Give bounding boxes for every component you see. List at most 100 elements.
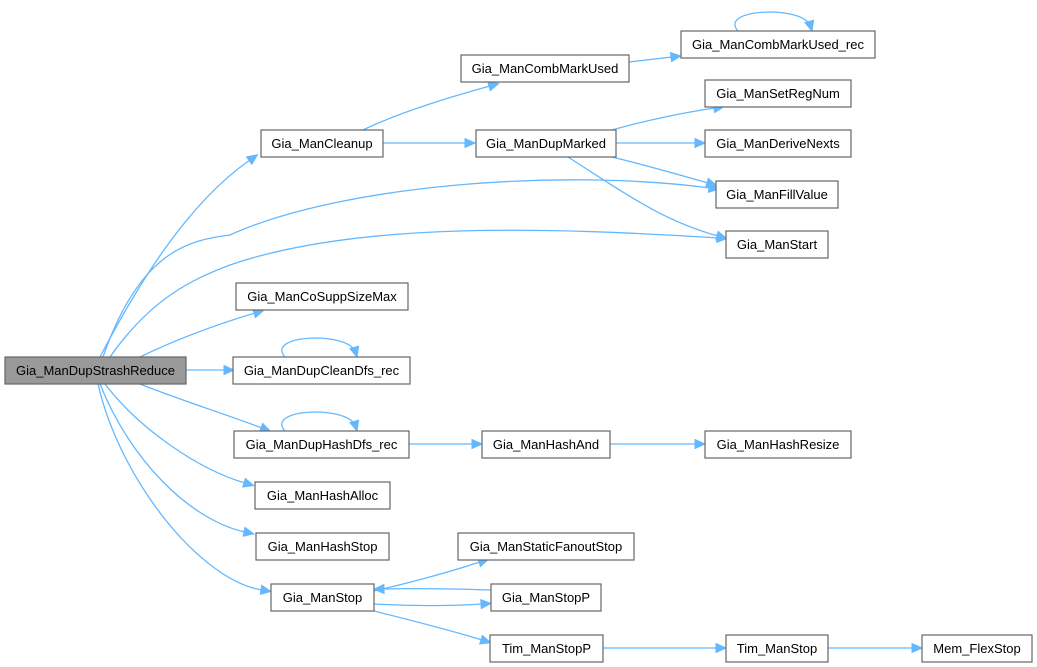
arrowhead-icon xyxy=(464,137,477,149)
node-label: Gia_ManDupHashDfs_rec xyxy=(246,437,398,452)
arrowhead-icon xyxy=(471,438,484,450)
edge-line xyxy=(99,383,246,533)
function-node[interactable]: Gia_ManStart xyxy=(725,230,829,259)
function-node[interactable]: Gia_ManCleanup xyxy=(260,129,384,158)
node-box xyxy=(725,230,829,259)
arrowhead-icon xyxy=(242,526,255,537)
edge-n1-n4 xyxy=(383,137,477,149)
edge-n11-n11 xyxy=(281,411,360,433)
edge-line xyxy=(373,610,483,641)
edge-n2-n3 xyxy=(628,51,683,63)
node-box xyxy=(270,583,375,612)
arrowhead-icon xyxy=(669,51,683,63)
edge-n10-n10 xyxy=(281,337,360,359)
node-label: Tim_ManStop xyxy=(737,641,817,656)
function-node[interactable]: Gia_ManDeriveNexts xyxy=(704,129,852,158)
edge-line xyxy=(139,383,263,429)
edge-line xyxy=(281,337,356,358)
function-node[interactable]: Gia_ManCoSuppSizeMax xyxy=(235,282,409,311)
edge-n1-n2 xyxy=(362,81,500,131)
function-node[interactable]: Tim_ManStopP xyxy=(489,634,604,663)
edge-n0-n11 xyxy=(139,383,272,433)
function-node[interactable]: Gia_ManStop xyxy=(270,583,375,612)
edge-n3-n3 xyxy=(734,11,815,33)
edge-line xyxy=(104,383,246,484)
edge-n4-n5 xyxy=(611,102,726,131)
edge-line xyxy=(567,156,719,237)
edge-line xyxy=(139,312,256,358)
function-node[interactable]: Gia_ManCombMarkUsed xyxy=(460,54,630,83)
function-node[interactable]: Gia_ManDupMarked xyxy=(475,129,617,158)
function-node[interactable]: Gia_ManCombMarkUsed_rec xyxy=(680,30,876,59)
edge-n18-n16 xyxy=(372,583,492,595)
node-label: Gia_ManStaticFanoutStop xyxy=(470,539,622,554)
edge-line xyxy=(281,411,356,432)
arrowhead-icon xyxy=(372,583,385,595)
node-box xyxy=(475,129,617,158)
node-box xyxy=(233,430,410,459)
function-node[interactable]: Mem_FlexStop xyxy=(921,634,1033,663)
function-node[interactable]: Tim_ManStop xyxy=(725,634,829,663)
arrowhead-icon xyxy=(911,642,924,654)
arrowhead-icon xyxy=(705,177,718,188)
function-node[interactable]: Gia_ManStaticFanoutStop xyxy=(457,532,635,561)
node-box xyxy=(235,282,409,311)
arrowhead-icon xyxy=(487,81,500,92)
edge-n4-n7 xyxy=(611,156,718,188)
node-label: Gia_ManHashStop xyxy=(268,539,378,554)
function-node[interactable]: Gia_ManStopP xyxy=(490,583,602,612)
node-label: Gia_ManStopP xyxy=(502,590,590,605)
edge-n0-n1 xyxy=(99,154,259,358)
edge-line xyxy=(97,383,263,591)
node-label: Gia_ManDupCleanDfs_rec xyxy=(244,363,400,378)
node-label: Gia_ManCombMarkUsed_rec xyxy=(692,37,864,52)
edge-n11-n12 xyxy=(409,438,484,450)
node-box xyxy=(704,430,852,459)
edge-n12-n13 xyxy=(610,438,707,450)
edge-n0-n10 xyxy=(186,364,236,376)
edge-line xyxy=(362,85,491,131)
node-box xyxy=(232,356,411,385)
edge-n0-n7 xyxy=(102,179,721,358)
arrowhead-icon xyxy=(694,137,707,149)
edge-n0-n15 xyxy=(99,383,255,537)
node-label: Gia_ManDupStrashReduce xyxy=(16,363,175,378)
edge-n16-n18 xyxy=(373,598,493,610)
edge-line xyxy=(611,156,709,184)
node-box xyxy=(725,634,829,663)
function-node[interactable]: Gia_ManHashStop xyxy=(255,532,390,561)
function-node[interactable]: Gia_ManDupHashDfs_rec xyxy=(233,430,410,459)
edge-n0-n14 xyxy=(104,383,255,488)
node-box xyxy=(921,634,1033,663)
function-node[interactable]: Gia_ManHashResize xyxy=(704,430,852,459)
arrowhead-icon xyxy=(245,154,259,166)
edge-n16-n17 xyxy=(373,557,490,592)
edge-n0-n16 xyxy=(97,383,273,595)
function-node[interactable]: Gia_ManHashAnd xyxy=(481,430,611,459)
edge-n0-n9 xyxy=(139,308,265,358)
function-node[interactable]: Gia_ManDupCleanDfs_rec xyxy=(232,356,411,385)
arrowhead-icon xyxy=(478,634,492,645)
arrowhead-icon xyxy=(480,598,493,610)
function-node[interactable]: Gia_ManFillValue xyxy=(715,180,839,209)
arrowhead-icon xyxy=(694,438,707,450)
arrowhead-icon xyxy=(259,584,273,595)
arrowhead-icon xyxy=(223,364,236,376)
node-label: Gia_ManFillValue xyxy=(726,187,828,202)
edge-line xyxy=(373,561,481,592)
arrowhead-icon xyxy=(715,642,728,654)
nodes-layer: Gia_ManDupStrashReduceGia_ManCleanupGia_… xyxy=(4,30,1033,663)
node-box xyxy=(715,180,839,209)
root-node[interactable]: Gia_ManDupStrashReduce xyxy=(4,356,187,385)
arrowhead-icon xyxy=(349,419,360,433)
node-label: Gia_ManCleanup xyxy=(271,136,372,151)
edge-n19-n20 xyxy=(603,642,728,654)
edge-line xyxy=(109,229,719,358)
function-node[interactable]: Gia_ManHashAlloc xyxy=(254,481,391,510)
node-box xyxy=(460,54,630,83)
node-box xyxy=(4,356,187,385)
node-label: Gia_ManSetRegNum xyxy=(716,86,840,101)
node-box xyxy=(254,481,391,510)
function-node[interactable]: Gia_ManSetRegNum xyxy=(704,79,852,108)
node-label: Gia_ManHashResize xyxy=(717,437,840,452)
